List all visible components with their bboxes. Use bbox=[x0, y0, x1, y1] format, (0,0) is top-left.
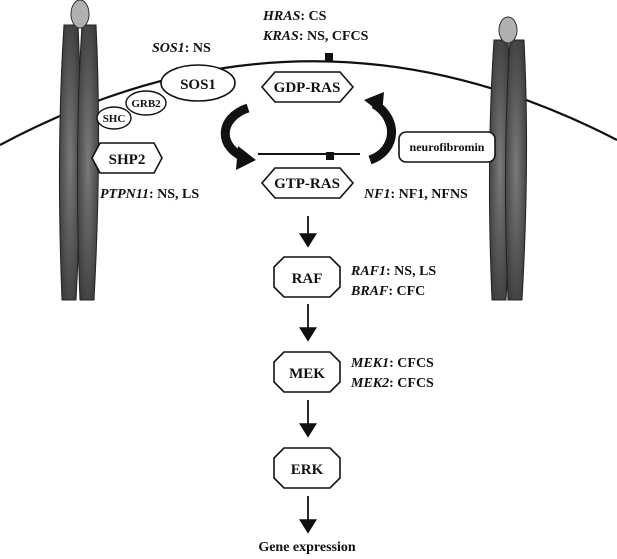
shc-label: SHC bbox=[103, 113, 126, 125]
hras-annotation: HRAS: CS bbox=[262, 9, 327, 24]
sos1-label: SOS1 bbox=[180, 77, 216, 93]
grb2-node bbox=[125, 90, 167, 116]
gdp-ras-node bbox=[260, 71, 355, 103]
mek1-annotation: MEK1: CFCS bbox=[350, 356, 434, 371]
mek-node bbox=[273, 351, 341, 393]
raf1-annotation: RAF1: NS, LS bbox=[350, 264, 436, 279]
gdp-ras-anchor bbox=[325, 53, 333, 61]
kras-annotation: KRAS: NS, CFCS bbox=[262, 29, 369, 44]
gdp-ras-label: GDP-RAS bbox=[274, 80, 341, 96]
gene-expression-label: Gene expression bbox=[258, 540, 356, 555]
grb2-label: GRB2 bbox=[131, 98, 161, 110]
nf1-annotation: NF1: NF1, NFNS bbox=[363, 187, 468, 202]
left-receptor bbox=[58, 0, 100, 301]
erk-node bbox=[273, 447, 341, 489]
cycle-arrowhead-left bbox=[236, 146, 256, 170]
gtp-ras-label: GTP-RAS bbox=[274, 176, 340, 192]
mek2-annotation: MEK2: CFCS bbox=[350, 376, 434, 391]
shp2-node bbox=[91, 142, 163, 174]
mek-label: MEK bbox=[289, 366, 325, 382]
right-receptor bbox=[488, 16, 528, 301]
sos1-node bbox=[160, 64, 236, 102]
ptpn11-annotation: PTPN11: NS, LS bbox=[100, 187, 199, 202]
cycle-arrowhead-right bbox=[364, 92, 384, 114]
sos1-annotation: SOS1: NS bbox=[152, 41, 211, 56]
neurofibromin-node bbox=[398, 131, 496, 163]
neurofibromin-label: neurofibromin bbox=[410, 140, 485, 154]
gtp-ras-anchor bbox=[326, 152, 334, 160]
erk-label: ERK bbox=[291, 462, 324, 478]
braf-annotation: BRAF: CFC bbox=[350, 284, 425, 299]
gtp-ras-node bbox=[260, 167, 355, 199]
shp2-label: SHP2 bbox=[109, 152, 146, 168]
raf-node bbox=[273, 256, 341, 298]
raf-label: RAF bbox=[292, 271, 323, 287]
cycle-arrow-left bbox=[220, 103, 250, 163]
shc-node bbox=[96, 106, 132, 130]
